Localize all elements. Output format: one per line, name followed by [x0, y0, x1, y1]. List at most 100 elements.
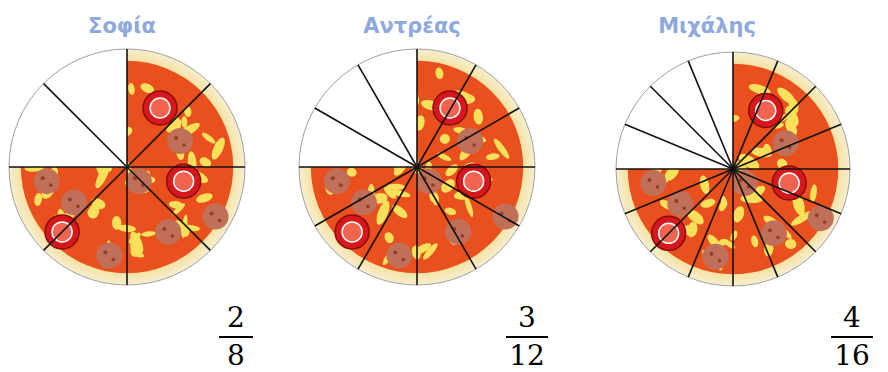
pepperoni-spot: [171, 234, 175, 238]
tomato: [167, 164, 201, 198]
slice-line: [358, 65, 417, 167]
cheese: [411, 241, 432, 257]
cheese: [436, 151, 452, 163]
pepperoni: [96, 243, 122, 269]
eaten-slices: [9, 49, 127, 167]
slice-line: [650, 169, 733, 252]
slice-line: [732, 52, 734, 169]
slice-line: [127, 84, 210, 167]
slice-line: [416, 49, 418, 167]
slice-line: [733, 168, 850, 170]
pepperoni-spot: [718, 259, 722, 263]
pizza-crust: [616, 52, 850, 286]
pepperoni-spot: [112, 258, 116, 262]
slice-line: [417, 65, 476, 167]
tomato-inner: [174, 171, 194, 191]
cheese: [195, 191, 214, 204]
person-name: Αντρέας: [363, 14, 461, 38]
pepperoni: [702, 244, 728, 270]
cheese: [729, 229, 739, 241]
pepperoni: [640, 170, 666, 196]
fraction-bar: [506, 336, 548, 338]
eaten-slices: [299, 49, 417, 167]
fraction-denominator: 16: [834, 342, 870, 370]
slice-line: [126, 167, 128, 285]
pepperoni: [761, 220, 787, 246]
pepperoni-spot: [68, 197, 72, 201]
tomato-inner: [756, 101, 776, 121]
pepperoni-spot: [49, 183, 53, 187]
pizza-outline: [299, 49, 535, 285]
cheese: [440, 134, 450, 144]
pizza-outline: [616, 52, 850, 286]
pepperoni-spot: [218, 219, 222, 223]
slice-line: [358, 167, 417, 269]
pepperoni-spot: [776, 236, 780, 240]
cheese: [444, 206, 457, 216]
cheese: [485, 152, 500, 161]
fraction-bar: [219, 336, 253, 338]
tomato: [433, 91, 467, 125]
cheese: [112, 216, 122, 230]
pepperoni: [126, 168, 152, 194]
pepperoni: [34, 168, 60, 194]
slice-line: [733, 124, 841, 169]
pepperoni-spot: [709, 252, 713, 256]
slice-line: [417, 167, 519, 226]
pepperoni-spot: [366, 205, 370, 209]
slice-line: [127, 166, 245, 168]
fraction-denominator: 12: [509, 342, 545, 370]
slice-line: [732, 169, 734, 286]
slice-line: [44, 167, 127, 250]
cheese: [184, 106, 192, 117]
pepperoni-spot: [823, 220, 827, 224]
slice-line: [688, 61, 733, 169]
pepperoni-spot: [41, 176, 45, 180]
pepperoni-spot: [674, 199, 678, 203]
tomato: [143, 91, 177, 125]
cheese: [390, 202, 410, 220]
cheese: [434, 67, 444, 80]
slice-line: [616, 168, 733, 170]
pepperoni-spot: [461, 234, 465, 238]
fraction-numerator: 4: [843, 304, 861, 332]
slice-line: [417, 166, 535, 168]
slice-line: [126, 49, 128, 167]
slice-line: [417, 167, 476, 269]
slice-line: [733, 86, 816, 169]
cheese: [127, 82, 135, 95]
cheese: [686, 221, 699, 238]
slice-line: [416, 167, 418, 285]
pizza: [299, 49, 535, 285]
pizza-crust: [9, 49, 245, 285]
tomato: [749, 94, 783, 128]
pizza-outline: [9, 49, 245, 285]
pizza: [616, 52, 850, 286]
cheese: [809, 184, 818, 203]
pizza-crust: [299, 49, 535, 285]
cheese: [784, 238, 797, 250]
slice-line: [733, 169, 778, 277]
cheese: [181, 116, 188, 128]
pepperoni: [155, 219, 181, 245]
fraction-bar: [831, 336, 873, 338]
pepperoni-spot: [393, 251, 397, 255]
pepperoni-spot: [683, 206, 687, 210]
pepperoni-spot: [182, 143, 186, 147]
cheese: [383, 231, 395, 245]
tomato-inner: [342, 222, 362, 242]
pepperoni-spot: [103, 251, 107, 255]
pepperoni-spot: [647, 178, 651, 182]
person-name: Σοφία: [88, 14, 156, 38]
pepperoni-spot: [402, 258, 406, 262]
tomato-inner: [464, 171, 484, 191]
eaten-slices: [616, 52, 733, 169]
cheese: [141, 230, 157, 237]
pepperoni-spot: [339, 183, 343, 187]
pizza: [9, 49, 245, 285]
cheese: [750, 235, 759, 248]
cheese: [127, 230, 146, 256]
pepperoni: [203, 204, 229, 230]
slice-line: [44, 84, 127, 167]
slice-line: [733, 169, 816, 252]
